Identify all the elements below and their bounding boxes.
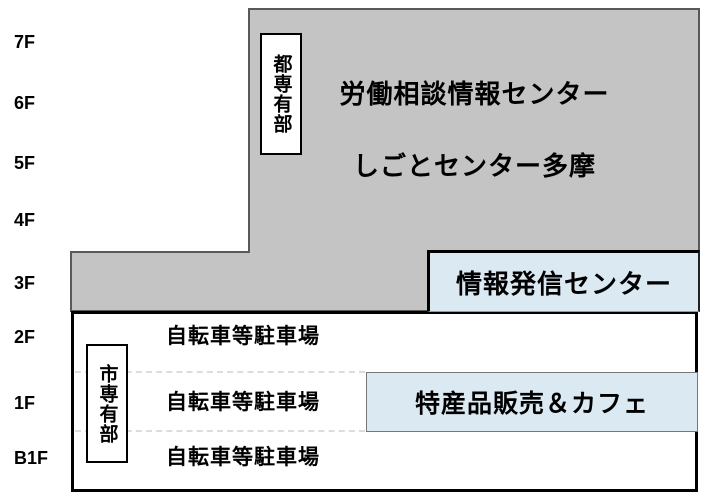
shop-cafe-box: 特産品販売＆カフェ — [366, 372, 698, 432]
parking-label-2f: 自転車等駐車場 — [166, 325, 320, 348]
jobs-center-tama-title: しごとセンター多摩 — [352, 151, 596, 181]
city-exclusive-label: 市専有部 — [96, 363, 118, 444]
city-exclusive-box: 市専有部 — [86, 344, 128, 463]
floor-label-7f: 7F — [14, 32, 36, 52]
floor-label-5f: 5F — [14, 153, 36, 173]
labor-consultation-center-title: 労働相談情報センター — [339, 79, 610, 109]
metro-exclusive-label: 都専有部 — [270, 54, 292, 134]
parking-label-b1f: 自転車等駐車場 — [166, 446, 320, 469]
shop-cafe-label: 特産品販売＆カフェ — [414, 390, 649, 418]
metro-exclusive-box: 都専有部 — [260, 33, 302, 155]
floor-divider-1f-b1f — [75, 430, 365, 432]
floor-label-b1f: B1F — [14, 448, 49, 468]
floor-label-2f: 2F — [14, 327, 36, 347]
floor-label-3f: 3F — [14, 273, 36, 293]
floor-divider-2f-1f — [75, 371, 365, 373]
floor-label-1f: 1F — [14, 393, 36, 413]
floor-label-6f: 6F — [14, 93, 36, 113]
info-center-label: 情報発信センター — [455, 268, 672, 299]
floor-label-4f: 4F — [14, 210, 36, 230]
parking-label-1f: 自転車等駐車場 — [166, 391, 320, 414]
info-center-box: 情報発信センター — [427, 250, 700, 312]
